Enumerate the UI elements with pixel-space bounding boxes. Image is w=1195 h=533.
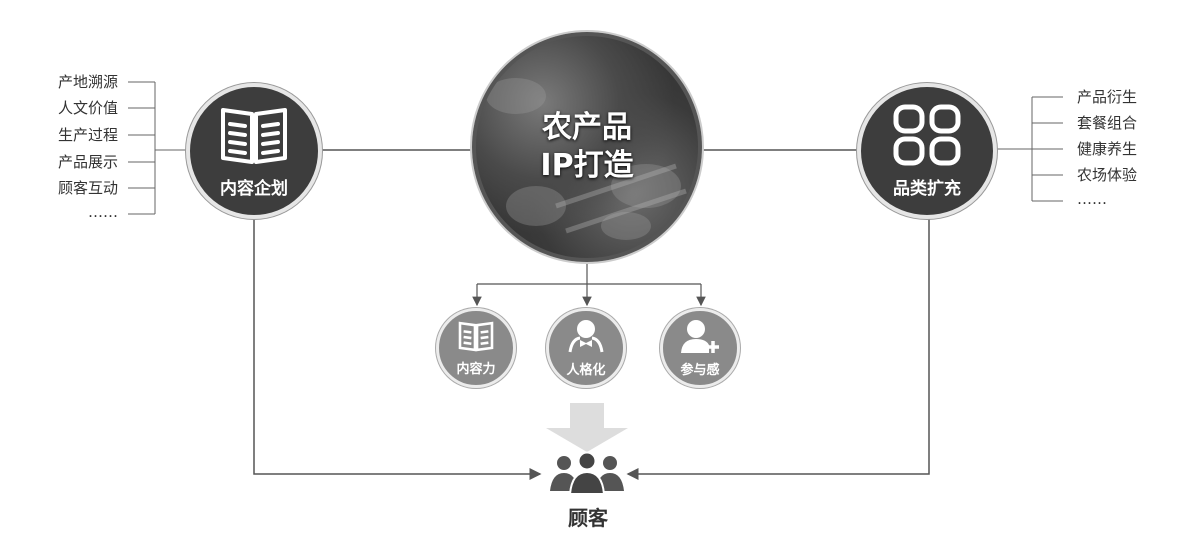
left-item-3: 生产过程 bbox=[57, 126, 118, 144]
four-squares-icon bbox=[892, 104, 962, 170]
content-planning-node: 内容企划 bbox=[186, 83, 322, 219]
link-right-customer bbox=[626, 218, 930, 480]
left-bracket bbox=[128, 81, 188, 215]
center-title-line2: IP打造 bbox=[540, 148, 634, 183]
right-item-5: …… bbox=[1077, 190, 1107, 208]
book-icon bbox=[457, 320, 495, 356]
left-item-6: …… bbox=[88, 203, 118, 221]
sub-node-content-power: 内容力 bbox=[436, 308, 516, 388]
link-left-customer bbox=[253, 218, 542, 480]
left-item-4: 产品展示 bbox=[57, 153, 118, 171]
left-item-5: 顾客互动 bbox=[57, 179, 118, 197]
sub-node-label-3: 参与感 bbox=[680, 362, 720, 378]
farm-product-ip-node: 农产品 IP打造 bbox=[472, 32, 702, 262]
category-expansion-node: 品类扩充 bbox=[857, 83, 997, 219]
center-title-line1: 农产品 bbox=[542, 110, 632, 145]
open-book-icon bbox=[219, 104, 289, 170]
category-expansion-label: 品类扩充 bbox=[893, 178, 961, 199]
people-group-icon bbox=[544, 451, 630, 499]
content-planning-label: 内容企划 bbox=[220, 178, 288, 199]
customer-label: 顾客 bbox=[568, 506, 608, 530]
left-item-1: 产地溯源 bbox=[57, 73, 118, 91]
produce-photo-texture bbox=[486, 78, 687, 240]
down-arrow bbox=[546, 403, 628, 452]
person-plus-icon bbox=[679, 319, 721, 357]
person-bowtie-icon bbox=[566, 319, 606, 357]
sub-node-participation: 参与感 bbox=[660, 308, 740, 388]
right-item-3: 健康养生 bbox=[1077, 140, 1138, 158]
sub-node-label-1: 内容力 bbox=[456, 361, 496, 377]
sub-node-label-2: 人格化 bbox=[566, 362, 606, 378]
left-item-2: 人文价值 bbox=[57, 99, 118, 117]
right-item-4: 农场体验 bbox=[1077, 166, 1138, 184]
sub-node-links bbox=[472, 262, 706, 307]
right-item-2: 套餐组合 bbox=[1077, 114, 1138, 132]
sub-node-personification: 人格化 bbox=[546, 308, 626, 388]
right-bracket bbox=[997, 96, 1063, 202]
right-item-1: 产品衍生 bbox=[1077, 88, 1138, 106]
